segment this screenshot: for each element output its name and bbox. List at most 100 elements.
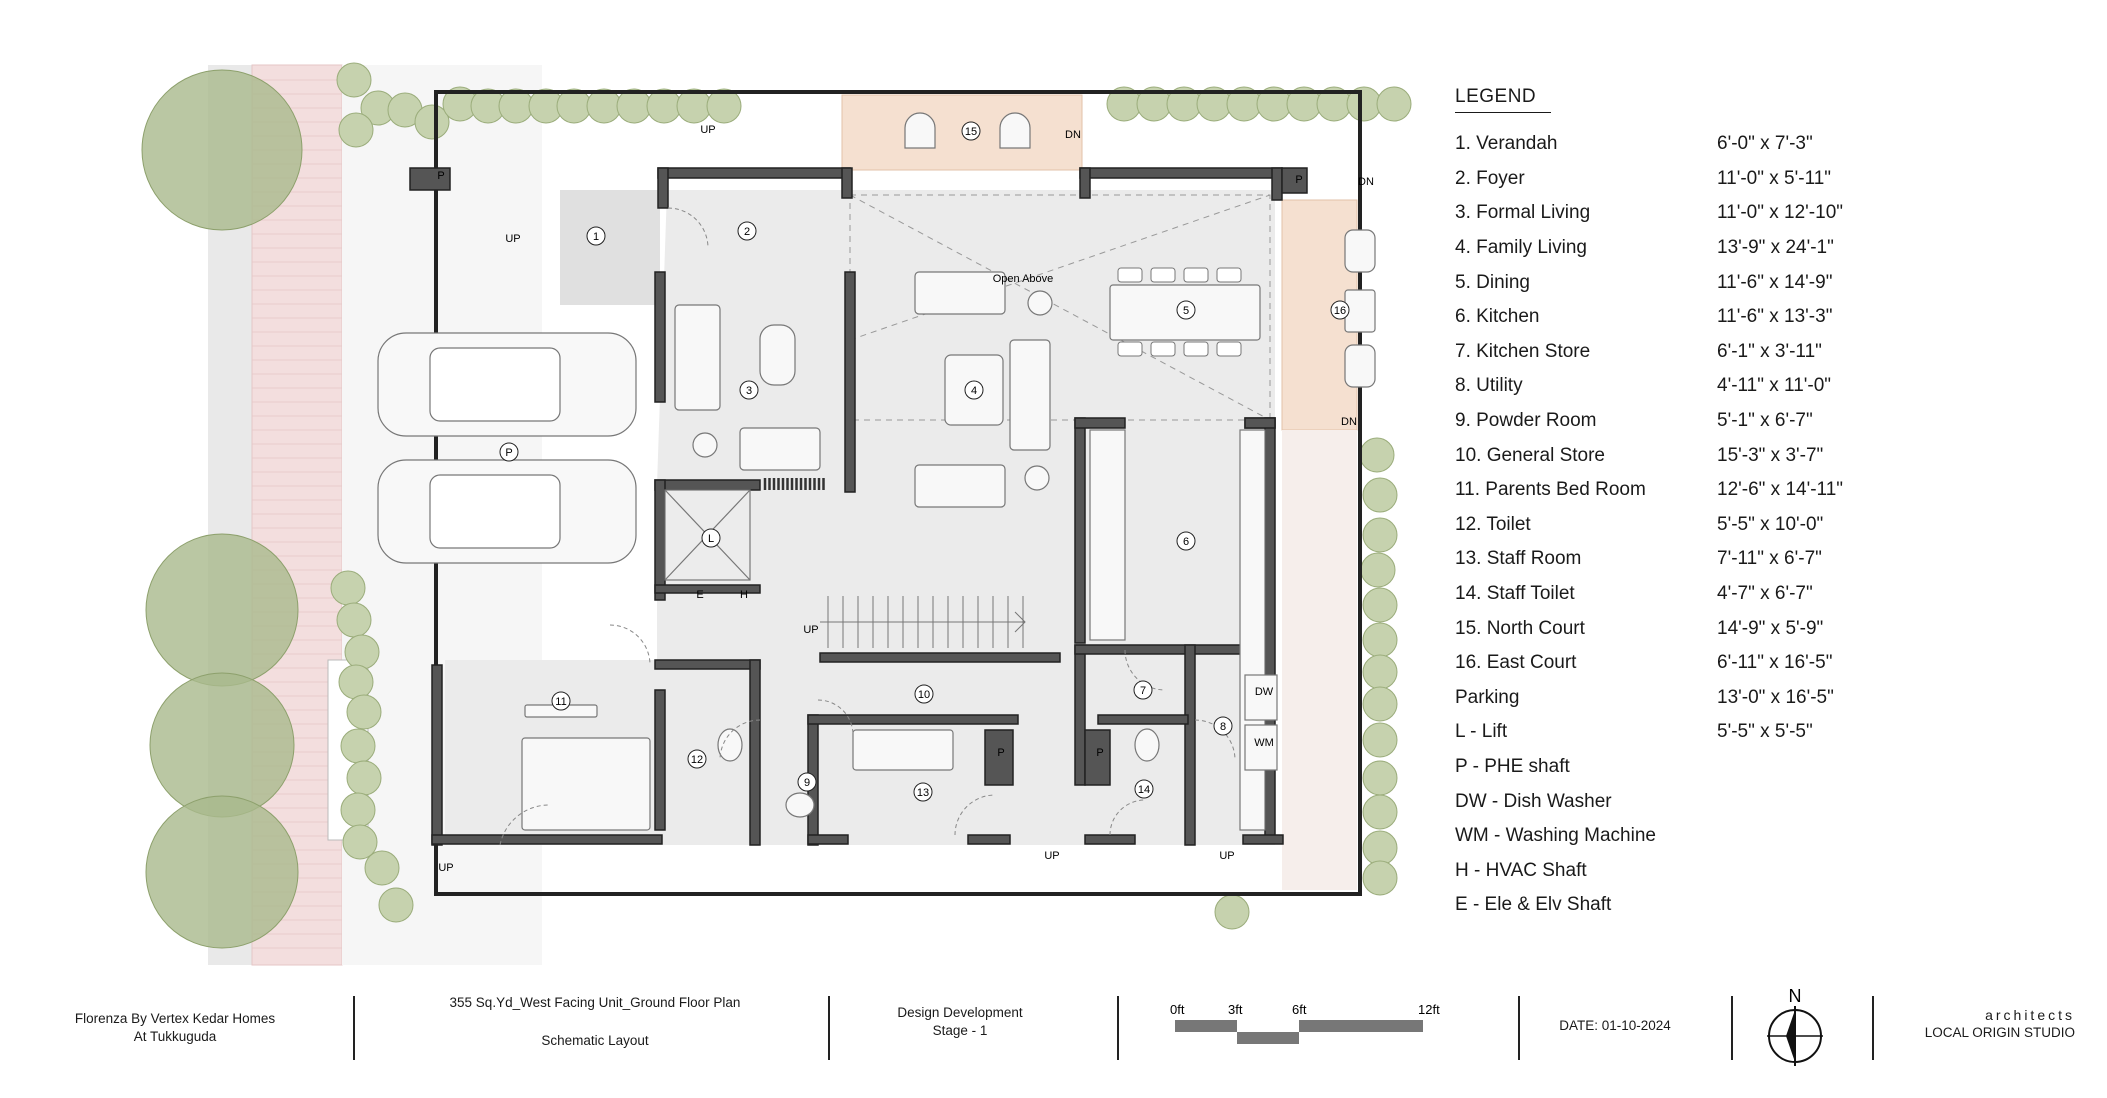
- legend-item-name: 4. Family Living: [1455, 237, 1587, 259]
- legend-item-name: 9. Powder Room: [1455, 410, 1597, 432]
- shrub: [346, 760, 382, 796]
- shrub: [1359, 437, 1395, 473]
- legend-item-name: L - Lift: [1455, 721, 1508, 743]
- room-marker: 16: [1330, 300, 1350, 320]
- legend-item-name: DW - Dish Washer: [1455, 790, 1612, 812]
- legend-item: L - Lift 5'-5" x 5'-5": [1455, 715, 2055, 750]
- legend-item: 11. Parents Bed Room 12'-6" x 14'-11": [1455, 473, 2055, 508]
- legend-item-name: 12. Toilet: [1455, 513, 1531, 535]
- room-marker: 8: [1213, 716, 1233, 736]
- room-number: 15: [965, 126, 977, 138]
- title-separator: [1872, 996, 1874, 1060]
- north-arrow: N: [1767, 986, 1823, 1066]
- firm-name: LOCAL ORIGIN STUDIO: [1924, 1025, 2075, 1040]
- room-marker: 2: [737, 221, 757, 241]
- legend-item-name: 13. Staff Room: [1455, 548, 1582, 570]
- legend-item-name: 11. Parents Bed Room: [1455, 479, 1646, 501]
- plan-label: UP: [505, 233, 520, 245]
- legend-item: Parking 13'-0" x 16'-5": [1455, 681, 2055, 716]
- shrub: [1362, 830, 1398, 866]
- title-separator: [1117, 996, 1119, 1060]
- drawing-title: 355 Sq.Yd_West Facing Unit_Ground Floor …: [449, 995, 741, 1010]
- project-location: At Tukkuguda: [133, 1029, 217, 1044]
- legend-item-name: 8. Utility: [1455, 375, 1523, 397]
- shrub: [586, 88, 622, 124]
- stair-arrow: [820, 611, 1026, 633]
- title-separator: [1731, 996, 1733, 1060]
- dining-chair: [1183, 267, 1209, 283]
- legend-item: 14. Staff Toilet 4'-7" x 6'-7": [1455, 577, 2055, 612]
- room-number: L: [708, 533, 714, 545]
- legend-item-name: 3. Formal Living: [1455, 202, 1591, 224]
- legend-item-dimension: 5'-5" x 5'-5": [1717, 721, 1813, 743]
- scale-label: 3ft: [1228, 1002, 1243, 1017]
- room-number: 3: [746, 385, 752, 397]
- room-number: 16: [1334, 305, 1346, 317]
- shrub: [676, 88, 712, 124]
- shrub: [1362, 622, 1398, 658]
- shrub: [1362, 760, 1398, 796]
- legend-item-name: 7. Kitchen Store: [1455, 340, 1591, 362]
- tree-canopy: [141, 69, 303, 231]
- legend-item-name: 1. Verandah: [1455, 133, 1558, 155]
- room-marker: 5: [1176, 300, 1196, 320]
- shrub: [338, 112, 374, 148]
- legend-item-dimension: 11'-6" x 14'-9": [1717, 271, 1833, 293]
- legend-item-name: 14. Staff Toilet: [1455, 583, 1575, 605]
- dining-chairs: [1117, 267, 1242, 357]
- shrub: [414, 104, 450, 140]
- stage-title: Design Development: [897, 1005, 1023, 1020]
- room-number: 12: [691, 754, 703, 766]
- room-marker: 3: [739, 380, 759, 400]
- legend-item-dimension: 11'-6" x 13'-3": [1717, 306, 1833, 328]
- legend-item-dimension: 15'-3" x 3'-7": [1717, 444, 1824, 466]
- shrub: [646, 88, 682, 124]
- drawing-subtitle: Schematic Layout: [541, 1033, 649, 1048]
- shrub: [346, 694, 382, 730]
- plan-label: UP: [803, 624, 818, 636]
- shrub: [556, 88, 592, 124]
- legend-item: 12. Toilet 5'-5" x 10'-0": [1455, 508, 2055, 543]
- room-number: 8: [1220, 721, 1226, 733]
- tree-canopy: [145, 533, 299, 687]
- legend-item-dimension: 12'-6" x 14'-11": [1717, 479, 1844, 501]
- room-marker: 13: [913, 782, 933, 802]
- shrub: [378, 887, 414, 923]
- room-number: 11: [555, 696, 566, 708]
- legend-item-dimension: 6'-0" x 7'-3": [1717, 133, 1813, 155]
- shrub: [364, 850, 400, 886]
- legend-item-dimension: 4'-7" x 6'-7": [1717, 583, 1813, 605]
- legend-item-dimension: 5'-1" x 6'-7": [1717, 410, 1813, 432]
- legend-item-dimension: 11'-0" x 5'-11": [1717, 167, 1832, 189]
- north-label: N: [1789, 986, 1802, 1006]
- legend-title: LEGEND: [1455, 86, 1551, 113]
- shrub: [342, 824, 378, 860]
- room-number: 10: [918, 689, 930, 701]
- legend-item-dimension: 13'-0" x 16'-5": [1717, 686, 1834, 708]
- shrub: [616, 88, 652, 124]
- date-label: DATE: 01-10-2024: [1559, 1018, 1671, 1033]
- legend-item-dimension: 5'-5" x 10'-0": [1717, 513, 1824, 535]
- legend-item: 9. Powder Room 5'-1" x 6'-7": [1455, 404, 2055, 439]
- plan-label: H: [740, 589, 748, 601]
- legend-item-name: Parking: [1455, 686, 1520, 708]
- shrub: [1376, 86, 1412, 122]
- east-side-yard: [1282, 430, 1357, 890]
- room-number: 1: [593, 231, 599, 243]
- legend-item-dimension: 11'-0" x 12'-10": [1717, 202, 1844, 224]
- room-marker: 1: [586, 226, 606, 246]
- scale-bar: 0ft 3ft 6ft 12ft: [1170, 1002, 1440, 1044]
- shrub: [340, 728, 376, 764]
- dining-chair: [1216, 341, 1242, 357]
- plan-label: P: [1295, 174, 1302, 186]
- room-number: 13: [917, 787, 929, 799]
- title-block: Florenza By Vertex Kedar Homes At Tukkug…: [0, 986, 2107, 1091]
- shrub: [338, 664, 374, 700]
